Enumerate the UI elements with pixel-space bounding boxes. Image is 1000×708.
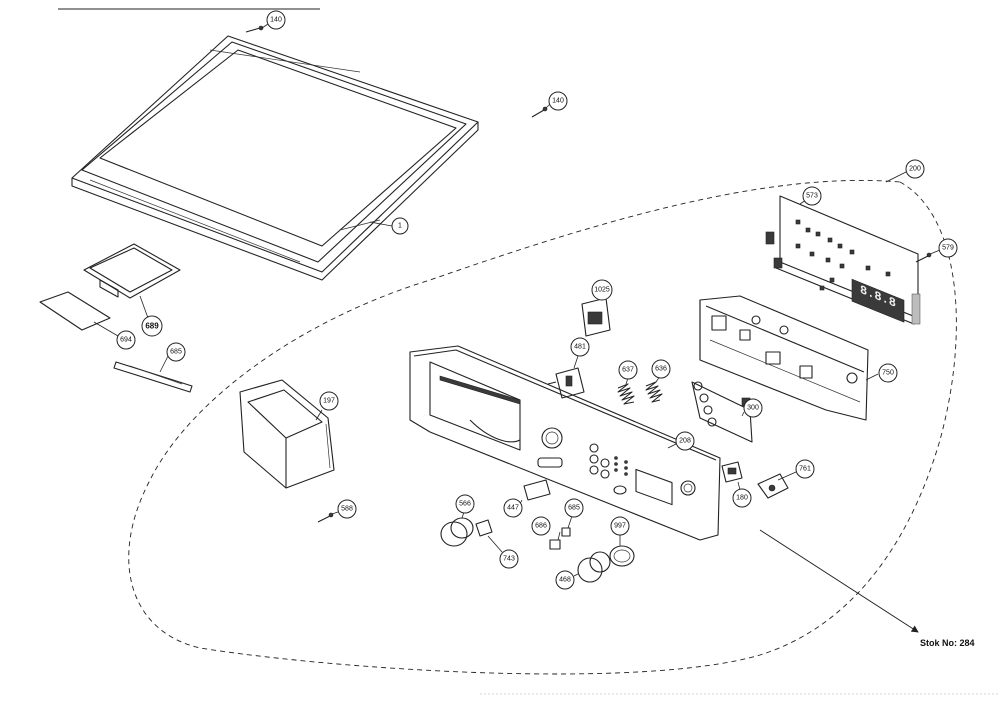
svg-text:468: 468 [559,577,571,584]
svg-text:1025: 1025 [594,287,610,294]
switch-part-481 [547,367,585,399]
soap-drawer-part [239,379,335,489]
lock-part-761 [757,473,789,499]
callout-686: 686 [531,516,551,536]
filter-plate-part [39,291,111,331]
control-panel-part [409,345,721,541]
screw-part-140a [245,25,264,33]
callout-573: 573 [802,186,822,206]
callout-566: 566 [455,494,475,514]
spring-part-636 [645,381,663,403]
stock-number-label: Stok No: 284 [920,638,975,648]
callout-468: 468 [555,570,575,590]
callout-761: 761 [795,459,815,479]
svg-text:997: 997 [614,523,626,530]
button-keys-part [691,381,753,443]
svg-text:761: 761 [799,466,811,473]
spring-part-637 [617,383,635,405]
callout-743: 743 [499,549,519,569]
svg-text:197: 197 [323,398,335,405]
callout-997: 997 [610,516,630,536]
knob-part-468 [577,551,611,583]
board-housing-part [699,295,869,421]
callout-180: 180 [732,488,752,508]
svg-text:200: 200 [909,166,921,173]
svg-text:481: 481 [574,344,586,351]
svg-text:579: 579 [942,245,954,252]
callout-140a: 140 [266,10,286,30]
svg-text:447: 447 [507,505,519,512]
svg-text:140: 140 [552,98,564,105]
svg-text:694: 694 [120,337,132,344]
callout-447: 447 [503,498,523,518]
svg-text:140: 140 [270,17,282,24]
svg-text:566: 566 [459,501,471,508]
svg-text:208: 208 [679,438,691,445]
callout-685: 685 [166,342,186,362]
callout-588: 588 [337,499,357,519]
svg-text:637: 637 [622,367,634,374]
callout-694: 694 [116,330,136,350]
callout-140b: 140 [548,91,568,111]
callout-637: 637 [618,360,638,380]
callout-1: 1 [391,217,409,235]
callout-208: 208 [675,431,695,451]
screw-part-588 [317,512,334,523]
svg-text:686: 686 [535,523,547,530]
callout-636: 636 [651,359,671,379]
screw-part-140b [531,106,548,118]
ring-part-997 [609,545,635,567]
display-unit: 8.8.8 [851,278,905,323]
svg-text:750: 750 [882,370,894,377]
svg-text:636: 636 [655,366,667,373]
callout-750: 750 [878,363,898,383]
button-part-686 [549,539,561,550]
stock-arrow [759,529,919,633]
svg-text:588: 588 [341,506,353,513]
callout-200: 200 [905,159,925,179]
top-lid-part [71,35,479,281]
strip-part [113,361,193,393]
button-part-685b [561,527,571,537]
clip-part-743 [475,519,493,537]
electronic-board-part: 8.8.8 [765,195,921,325]
connector-part-180 [721,461,743,483]
callout-300: 300 [743,398,763,418]
svg-text:689: 689 [145,322,159,331]
svg-text:685: 685 [568,505,580,512]
svg-text:743: 743 [503,556,515,563]
callout-197: 197 [319,391,339,411]
callout-579: 579 [938,238,958,258]
detergent-drawer-lid-part [83,243,181,299]
svg-text:300: 300 [747,405,759,412]
svg-text:685: 685 [170,349,182,356]
knob-part-566 [440,517,474,547]
leader-lines [93,23,941,577]
svg-text:573: 573 [806,193,818,200]
light-pipe-part-1025 [581,297,611,337]
button-part-447 [523,479,551,501]
svg-text:180: 180 [736,495,748,502]
callout-685b: 685 [564,498,584,518]
svg-text:1: 1 [398,223,402,230]
callout-481: 481 [570,337,590,357]
callout-689: 689 [141,315,163,337]
callout-1025: 1025 [591,279,613,301]
